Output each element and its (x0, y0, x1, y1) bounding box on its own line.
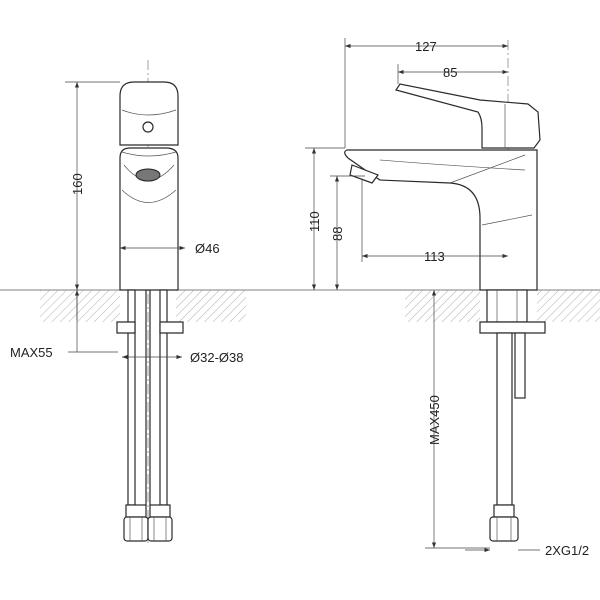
dimension-88: 88 (330, 175, 365, 290)
dimension-127: 127 (344, 38, 508, 148)
dimension-max55: MAX55 (10, 290, 118, 360)
dim-label-max450: MAX450 (427, 395, 442, 445)
aerator-side (349, 164, 379, 184)
dimension-max450: MAX450 (425, 290, 490, 549)
dim-label-110: 110 (307, 211, 322, 232)
dim-label-hole: Ø32-Ø38 (190, 350, 243, 365)
dimension-110: 110 (305, 147, 345, 290)
dimension-85: 85 (397, 64, 508, 84)
handle-hole (142, 121, 154, 133)
dim-label-46: Ø46 (195, 241, 220, 256)
deck-hatch-right-1 (405, 290, 480, 322)
dim-label-113: 113 (424, 249, 445, 264)
dim-label-127: 127 (415, 39, 437, 54)
aerator (135, 168, 161, 182)
deck-hatch-right-2 (537, 290, 600, 322)
dimension-hole: Ø32-Ø38 (122, 350, 243, 365)
front-view (116, 60, 184, 545)
dimension-46: Ø46 (120, 241, 220, 256)
dimension-connection: 2XG1/2 (465, 543, 589, 558)
dim-label-max55: MAX55 (10, 345, 53, 360)
deck-hatch-left-2 (176, 290, 246, 322)
dimension-160: 160 (65, 81, 120, 290)
dim-label-88: 88 (330, 227, 345, 241)
deck-hatch-left-1 (40, 290, 120, 322)
dimension-113: 113 (361, 180, 508, 264)
lever-handle (395, 83, 541, 149)
dim-label-85: 85 (443, 65, 457, 80)
dim-label-160: 160 (70, 173, 85, 195)
dim-label-connection: 2XG1/2 (545, 543, 589, 558)
